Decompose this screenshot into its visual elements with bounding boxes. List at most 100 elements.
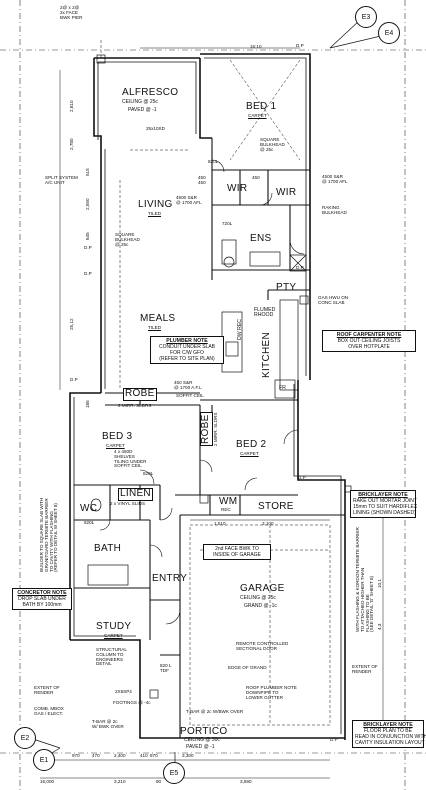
shelves-4x450: 4 x 450D SHELVES TILING UNDER SOFFIT CEI…: [114, 449, 147, 469]
store-label: STORE: [258, 501, 294, 512]
dp-label: D.P: [296, 265, 304, 270]
dim-3210: 3,210: [114, 779, 126, 784]
bed1-floor: CARPET: [248, 113, 267, 118]
dim-25x10sd: 25x10SD: [146, 126, 165, 131]
plumber-note: PLUMBER NOTE CONDUIT UNDER SLAB FOR C/W …: [150, 336, 224, 365]
termite-left-note: BUILDER TO SQUARE SLAB WITH GRANITGARD T…: [39, 497, 59, 572]
dw-rec: DW REC: [237, 318, 243, 340]
soffit-ceil: SOFFIT CEIL: [176, 393, 204, 398]
gas-hwu: GAS HWU ON CONC SLAB: [318, 295, 349, 305]
mirr-slds-1: 2 MIRR. SLDRS: [118, 403, 152, 408]
wir2-label: WIR: [276, 187, 297, 198]
dim-left-5: 645: [85, 232, 90, 240]
entry-label: ENTRY: [152, 573, 188, 584]
bed3-label: BED 3: [102, 431, 133, 442]
extent-render-left: EXTENT OF RENDER: [34, 685, 60, 695]
remote-door: REMOTE CONTROLLED SECTIONAL DOOR: [236, 641, 289, 651]
bath-label: BATH: [94, 543, 122, 554]
dim-right-2: 4,3: [377, 623, 382, 630]
comb-mbox: COMB. MBOX GAS / ELECT.: [34, 706, 64, 716]
bricklayer-note: BRICKLAYER NOTE RAKE OUT MORTAR JOINT 15…: [350, 490, 418, 519]
wm-rec: REC: [221, 507, 231, 512]
elevation-marker-e5: E5: [163, 762, 185, 784]
bed2-floor: CARPET: [240, 451, 259, 456]
tbar-1: T-BAR @ 2c W/ BWK OVER: [92, 719, 124, 729]
alfresco-paved: PAVED @ -1: [128, 107, 157, 113]
dim-1510: 1,510: [214, 521, 226, 526]
bed3-floor: CARPET: [106, 443, 125, 448]
dim-left-2: 2,780: [69, 138, 74, 151]
dim-16000: 16,000: [40, 779, 55, 784]
ens-label: ENS: [250, 233, 272, 244]
tbar-2: T-BAR @ 2c W/BWK OVER: [186, 709, 244, 714]
garage-bwk-note: 2nd FACE BWK TO INSIDE OF GARAGE: [203, 544, 271, 560]
elevation-marker-e1: E1: [33, 749, 55, 771]
bricklayer2-title: BRICKLAYER NOTE: [363, 722, 413, 728]
dim-3100: 3,100: [262, 521, 274, 526]
garage-ceiling: CEILING @ 25c: [240, 595, 276, 601]
roof-carpenter-title: ROOF CARPENTER NOTE: [336, 332, 402, 338]
wc-label: WC: [80, 503, 98, 514]
dim-720l: 720L: [222, 221, 233, 226]
dp-label: D.P: [330, 737, 338, 742]
raking-bulkhead: RAKING BULKHEAD: [322, 205, 347, 215]
sill-450-bed2: 450 S&R @ 1700 A.F.L: [174, 380, 202, 390]
dim-1610: 16:10: [250, 44, 262, 49]
bricklayer-note-2: BRICKLAYER NOTE FLOOR PLAN TO BE READ IN…: [352, 720, 426, 749]
footings: FOOTINGS @ -4c: [113, 700, 151, 705]
robe1-label: ROBE: [123, 388, 157, 401]
bricklayer-note-title: BRICKLAYER NOTE: [358, 492, 408, 498]
concretor-note-body: DROP SLAB UNDER BATH BY 100mm: [18, 596, 66, 609]
alfresco-label: ALFRESCO: [122, 87, 179, 98]
bricklayer-note-body: RAKE OUT MORTAR JOINT 15mm TO SUIT HARDI…: [353, 498, 418, 517]
edge-of-grand: EDGE OF GRAND: [228, 665, 267, 670]
study-label: STUDY: [96, 621, 132, 632]
dim-left-3: 515: [85, 168, 90, 176]
portico-ceiling: CEILING @ 30c: [184, 737, 220, 743]
sill-450-right: 450: [252, 175, 260, 180]
dim-left-1: 2,810: [69, 100, 74, 113]
wir1-label: WIR: [227, 183, 248, 194]
sill-450-left: 450 450: [198, 175, 206, 185]
dim-2x5sp: 2X5SP4: [115, 689, 132, 694]
dim-3300: 3,300: [182, 753, 194, 758]
flumed-rhood: FLUMED RHOOD: [254, 307, 276, 319]
dp-label: D.P: [70, 377, 78, 382]
elevation-marker-e3: E3: [355, 6, 377, 28]
portico-label: PORTICO: [180, 726, 228, 737]
alfresco-ceiling: CEILING @ 25c: [122, 99, 158, 105]
garage-label: GARAGE: [240, 583, 285, 594]
linen-label: LINEN: [118, 488, 153, 501]
plumber-note-title: PLUMBER NOTE: [166, 338, 208, 344]
dim-90: 90: [156, 779, 162, 784]
living-bulkhead: SQUARE BULKHEAD @ 25c: [115, 232, 140, 247]
dim-left-6: 25,12: [69, 318, 74, 331]
meals-floor: TILED: [148, 325, 162, 330]
concretor-note: CONCRETOR NOTE DROP SLAB UNDER BATH BY 1…: [12, 588, 72, 611]
living-floor: TILED: [148, 211, 162, 216]
pty-label: PTY: [276, 282, 297, 293]
bricklayer2-body: FLOOR PLAN TO BE READ IN CONJUNCTION WIT…: [355, 728, 426, 747]
roof-carpenter-body: BOX OUT CEILING JOISTS OVER HOTPLATE: [337, 338, 401, 351]
dim-820l-tdf: 820 L TDF: [160, 663, 172, 673]
shr-4500: 4500 S&R @ 1700 AFL: [322, 174, 348, 184]
structural-column: STRUCTURAL COLUMN TO ENGINEERS DETAIL: [96, 647, 127, 667]
robe2-label: ROBE: [200, 412, 213, 446]
dp-label: D.P: [84, 271, 92, 276]
split-system: SPLIT SYSTEM A/C UNIT: [45, 175, 78, 185]
dim-470: 470: [92, 753, 100, 758]
termite-right-note: WITH FLASHING & KORDON TERMITE BARRIER T…: [355, 527, 375, 632]
mirr-slds-2: 2 MIRR. SLDRS: [213, 412, 218, 446]
dp-label: D.P: [84, 245, 92, 250]
dim-right-1: 10,1: [377, 579, 382, 588]
concretor-note-title: CONCRETOR NOTE: [17, 590, 67, 596]
living-label: LIVING: [138, 199, 173, 210]
plumber-note-body: CONDUIT UNDER SLAB FOR C/W GFO (REFER TO…: [158, 344, 216, 363]
shr-4500-living: 4500 S&R @ 1700 AFL: [176, 195, 202, 205]
kitchen-label: KITCHEN: [261, 332, 272, 378]
vinyl-slids: 2 x VINYL SLIDS: [110, 501, 146, 506]
garage-bwk-body: 2nd FACE BWK TO INSIDE OF GARAGE: [213, 546, 261, 558]
meals-label: MEALS: [140, 313, 176, 324]
elevation-marker-e4: E4: [378, 22, 400, 44]
